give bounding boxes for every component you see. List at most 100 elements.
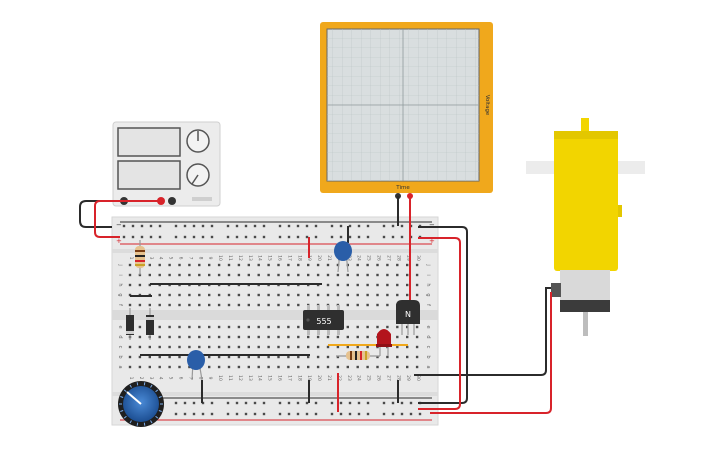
- column-number: 19: [306, 255, 312, 261]
- row-letter: f: [117, 304, 123, 306]
- row-letter: i: [425, 274, 431, 275]
- column-number: 30: [415, 255, 421, 261]
- column-number: 25: [366, 255, 372, 261]
- column-numbers: 1122334455667788991010111112121313141415…: [128, 255, 421, 381]
- row-letter: j: [117, 263, 123, 265]
- oscilloscope-x-label: Time: [395, 185, 410, 191]
- resistor-2[interactable]: [336, 351, 380, 360]
- column-number: 3: [148, 377, 154, 380]
- column-number: 8: [197, 377, 203, 380]
- row-letter: f: [425, 304, 431, 306]
- diode-2[interactable]: [146, 308, 154, 340]
- svg-text:+: +: [116, 237, 122, 245]
- column-number: 9: [207, 257, 213, 260]
- column-number: 21: [326, 375, 332, 381]
- column-number: 7: [187, 377, 193, 380]
- oscilloscope[interactable]: Time Voltage: [320, 22, 493, 199]
- row-letter: a: [117, 365, 123, 368]
- row-letter: j: [425, 263, 431, 265]
- column-number: 1: [128, 257, 134, 260]
- wire-rail-red-right[interactable]: [418, 237, 461, 410]
- column-number: 1: [128, 377, 134, 380]
- row-letter: b: [117, 355, 123, 358]
- column-number: 10: [217, 255, 223, 261]
- column-number: 27: [385, 255, 391, 261]
- ic-label: 555: [316, 317, 331, 326]
- row-letter: b: [425, 355, 431, 358]
- column-number: 24: [356, 375, 362, 381]
- row-letter: g: [425, 293, 431, 296]
- oscilloscope-y-label: Voltage: [484, 95, 490, 116]
- power-supply[interactable]: [112, 121, 221, 207]
- wire-motor-red[interactable]: [430, 292, 552, 414]
- column-number: 26: [376, 375, 382, 381]
- led-red[interactable]: [376, 329, 392, 356]
- column-number: 19: [306, 375, 312, 381]
- column-number: 23: [346, 375, 352, 381]
- column-number: 16: [277, 375, 283, 381]
- svg-text:+: +: [429, 237, 435, 245]
- column-number: 20: [316, 375, 322, 381]
- column-number: 18: [296, 375, 302, 381]
- row-letter: e: [117, 325, 123, 328]
- wires[interactable]: [79, 196, 552, 414]
- column-number: 12: [237, 255, 243, 261]
- wire-supply-positive[interactable]: [94, 200, 161, 238]
- potentiometer-wiper: [126, 391, 142, 405]
- column-number: 4: [158, 377, 164, 380]
- column-number: 20: [316, 255, 322, 261]
- column-number: 18: [296, 255, 302, 261]
- row-letter: c: [117, 346, 123, 349]
- column-number: 3: [148, 257, 154, 260]
- row-letter: i: [117, 274, 123, 275]
- row-letters: j j i i h h g g f f e e d d c c b b a a: [117, 263, 431, 368]
- current-display: [117, 160, 181, 190]
- wire-supply-negative[interactable]: [79, 200, 124, 228]
- resistor-1[interactable]: [135, 240, 145, 275]
- row-letter: e: [425, 325, 431, 328]
- potentiometer[interactable]: [118, 381, 164, 427]
- wire-motor-black[interactable]: [414, 287, 551, 376]
- row-letter: g: [117, 293, 123, 296]
- column-number: 29: [405, 255, 411, 261]
- transistor-npn[interactable]: N: [396, 300, 420, 335]
- column-number: 4: [158, 257, 164, 260]
- capacitor-1[interactable]: [334, 241, 352, 273]
- terminal-ground[interactable]: [168, 197, 176, 205]
- column-number: 12: [237, 375, 243, 381]
- row-letter: d: [117, 335, 123, 338]
- column-number: 5: [168, 257, 174, 260]
- transistor-label: N: [405, 310, 411, 319]
- column-number: 21: [326, 255, 332, 261]
- column-number: 8: [197, 257, 203, 260]
- column-number: 28: [395, 255, 401, 261]
- dc-motor[interactable]: [526, 118, 645, 336]
- capacitor-2[interactable]: [187, 350, 205, 381]
- ic-555[interactable]: 555: [303, 305, 344, 335]
- column-number: 15: [267, 375, 273, 381]
- row-letter: h: [117, 283, 123, 286]
- column-number: 14: [257, 375, 263, 381]
- voltage-display: [117, 127, 181, 157]
- column-number: 30: [415, 375, 421, 381]
- column-number: 16: [277, 255, 283, 261]
- row-letter: a: [425, 365, 431, 368]
- column-number: 10: [217, 375, 223, 381]
- column-number: 26: [376, 255, 382, 261]
- row-letter: d: [425, 335, 431, 338]
- row-letter: c: [425, 346, 431, 349]
- diode-1[interactable]: [126, 308, 134, 340]
- column-number: 5: [168, 377, 174, 380]
- row-letter: h: [425, 283, 431, 286]
- column-number: 24: [356, 255, 362, 261]
- column-number: 17: [286, 255, 292, 261]
- column-number: 28: [395, 375, 401, 381]
- column-number: 25: [366, 375, 372, 381]
- column-number: 17: [286, 375, 292, 381]
- wire-rail-black-right[interactable]: [418, 226, 468, 404]
- column-number: 2: [138, 377, 144, 380]
- column-number: 27: [385, 375, 391, 381]
- column-number: 15: [267, 255, 273, 261]
- column-number: 7: [187, 257, 193, 260]
